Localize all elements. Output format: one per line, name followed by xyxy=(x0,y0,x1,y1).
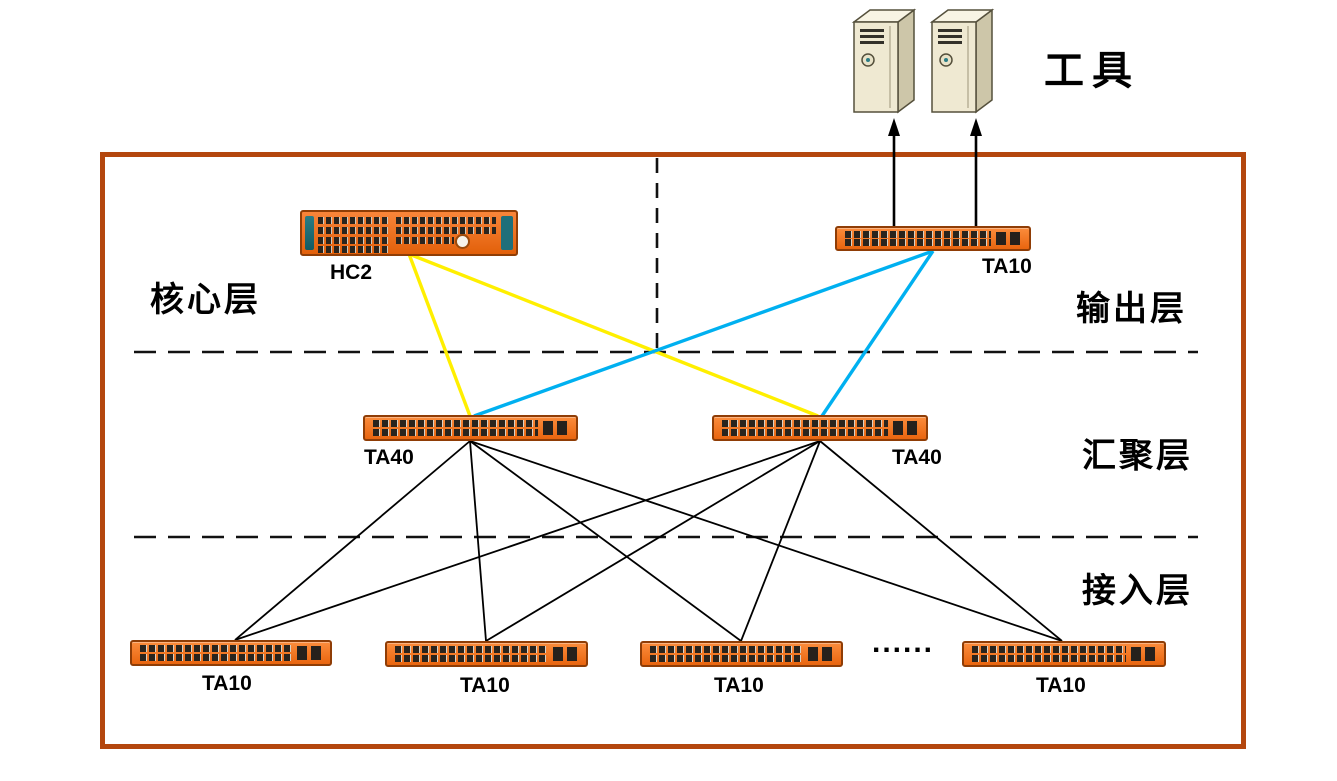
access-layer-label: 接入层 xyxy=(1082,572,1193,610)
output-ta10-label: TA10 xyxy=(982,255,1032,278)
switch-ports xyxy=(373,420,538,427)
server-tower xyxy=(851,8,917,114)
diagram-frame xyxy=(100,152,1246,749)
output-layer-label: 输出层 xyxy=(1076,290,1187,328)
access-ta10-switch-4 xyxy=(962,641,1166,667)
access-ta10-switch-1 xyxy=(130,640,332,666)
agg-ta40-right-label: TA40 xyxy=(892,446,942,469)
server-tower xyxy=(929,8,995,114)
switch-uplink-ports xyxy=(996,232,1024,245)
hc2-chassis xyxy=(300,210,518,256)
switch-uplink-ports xyxy=(1131,647,1159,661)
switch-ports xyxy=(722,420,888,427)
switch-ports xyxy=(395,646,548,653)
agg-ta40-left-switch xyxy=(363,415,578,441)
server-vent xyxy=(938,29,962,32)
server-vent xyxy=(860,29,884,32)
switch-uplink-ports xyxy=(893,421,921,435)
more-switches-ellipsis: ...... xyxy=(872,626,935,659)
switch-ports xyxy=(650,646,803,653)
hc2-logo-icon xyxy=(455,234,470,249)
hc2-brand-strip xyxy=(501,216,513,250)
switch-uplink-ports xyxy=(808,647,836,661)
core-layer-label: 核心层 xyxy=(150,281,261,319)
access-ta10-switch-3 xyxy=(640,641,843,667)
switch-uplink-ports xyxy=(553,647,581,661)
access-ta10-switch-2 xyxy=(385,641,588,667)
output-ta10-switch xyxy=(835,226,1031,251)
access-ta10-label-4: TA10 xyxy=(1036,674,1086,697)
hc2-label: HC2 xyxy=(330,261,373,284)
aggregation-layer-label: 汇聚层 xyxy=(1082,437,1193,475)
switch-uplink-ports xyxy=(297,646,325,660)
access-ta10-label-2: TA10 xyxy=(460,674,510,697)
switch-uplink-ports xyxy=(543,421,571,435)
agg-ta40-right-switch xyxy=(712,415,928,441)
tools-label: 工具 xyxy=(1044,49,1140,93)
switch-ports xyxy=(845,231,991,238)
tool-servers xyxy=(851,8,995,114)
access-ta10-label-3: TA10 xyxy=(714,674,764,697)
agg-ta40-left-label: TA40 xyxy=(364,446,414,469)
switch-ports xyxy=(972,646,1126,653)
hc2-ports xyxy=(318,217,390,224)
access-ta10-label-1: TA10 xyxy=(202,672,252,695)
hc2-left-module xyxy=(305,216,314,250)
switch-ports xyxy=(140,645,292,652)
